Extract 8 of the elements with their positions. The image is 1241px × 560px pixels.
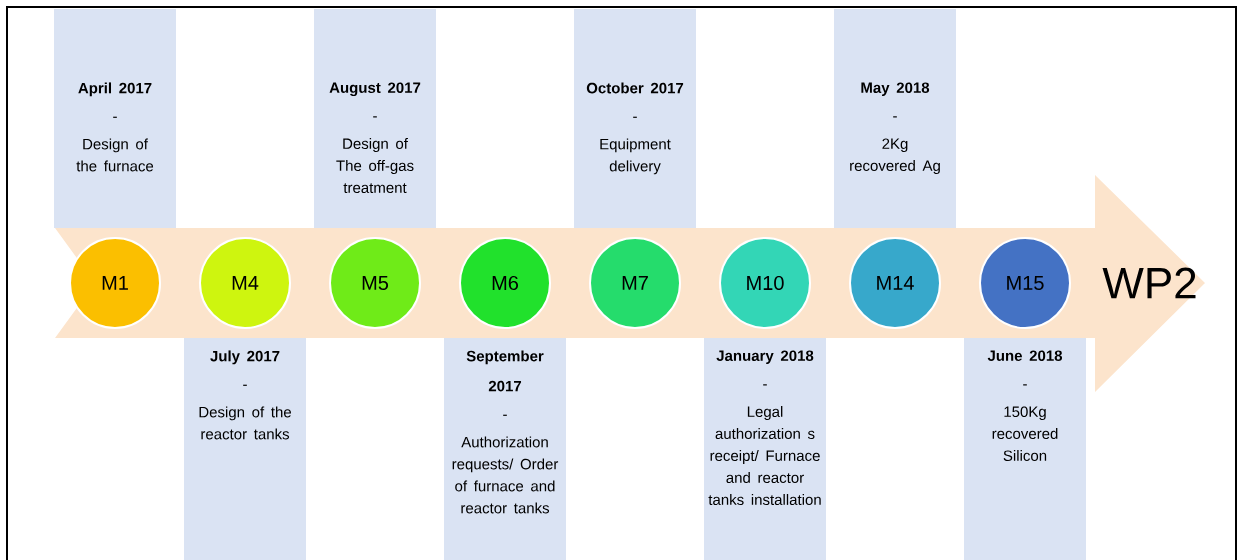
- milestone-box: July 2017 - Design of the reactor tanks: [184, 338, 306, 560]
- milestone-box: October 2017 - Equipment delivery: [574, 9, 696, 228]
- milestone-box: August 2017 - Design of The off-gas treatment: [314, 9, 436, 228]
- milestone-box: May 2018 - 2Kg recovered Ag: [834, 9, 956, 228]
- milestone-box: September 2017 - Authorization requests/ Order of furnace and reactor tanks: [444, 338, 566, 560]
- milestone-box: June 2018 - 150Kg recovered Silicon: [964, 338, 1086, 560]
- milestone-box: January 2018 - Legal authorization s receipt/ Furnace and reactor tanks installation: [704, 338, 826, 560]
- milestone-box: April 2017 - Design of the furnace: [54, 9, 176, 228]
